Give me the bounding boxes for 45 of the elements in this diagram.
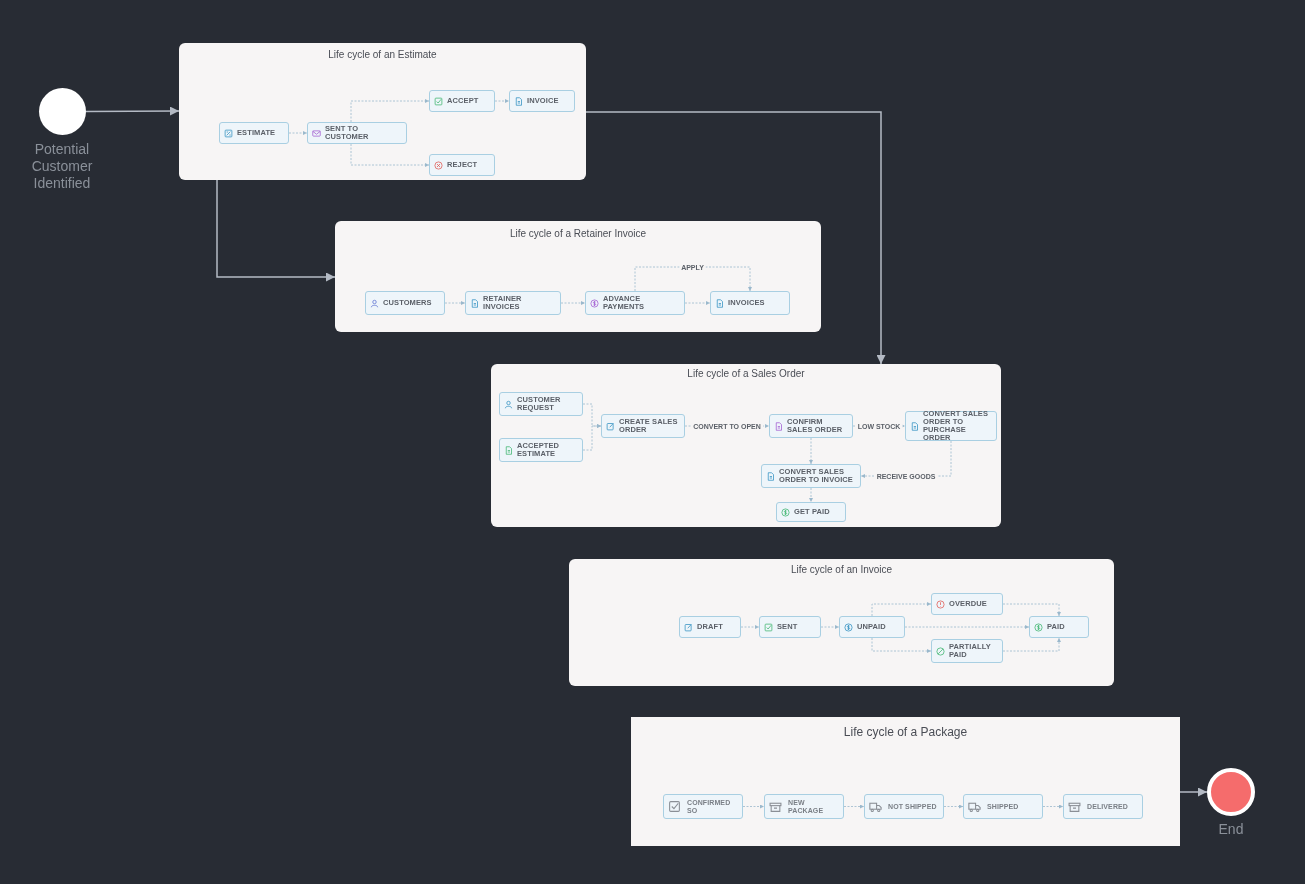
panel-title: Life cycle of a Package [842,725,969,739]
panel-title: Life cycle of a Sales Order [686,368,806,379]
arrow [1179,787,1208,797]
status-box [465,291,561,315]
node-caption: End [1217,821,1245,838]
status-box [839,616,905,638]
status-box [307,122,407,144]
status-box [963,794,1043,819]
status-box [429,90,495,112]
status-box [905,411,997,441]
status-box [931,639,1003,663]
status-box [764,794,844,819]
status-box [365,291,445,315]
lifecycle-panel [179,43,586,180]
status-box [931,593,1003,615]
arrow [85,106,180,116]
node-caption: Potential Customer Identified [30,141,94,192]
status-box [585,291,685,315]
panel-title: Life cycle of an Estimate [327,49,438,60]
status-box [601,414,685,438]
status-box [509,90,575,112]
lifecycle-panel [491,364,1001,527]
lifecycle-panel [335,221,821,332]
status-box [769,414,853,438]
status-box [864,794,944,819]
lifecycle-panel [631,717,1180,846]
status-box [219,122,289,144]
start-circle [39,88,86,135]
lifecycle-panel [569,559,1114,686]
panel-title: Life cycle of an Invoice [789,564,894,575]
status-box [663,794,743,819]
end-circle [1207,768,1255,816]
panel-title: Life cycle of a Retainer Invoice [508,228,648,239]
status-box [429,154,495,176]
status-box [710,291,790,315]
status-box [499,438,583,462]
arrow [585,111,886,365]
status-box [679,616,741,638]
status-box [1063,794,1143,819]
status-box [761,464,861,488]
status-box [759,616,821,638]
status-box [776,502,846,522]
status-box [1029,616,1089,638]
arrow [216,179,336,282]
status-box [499,392,583,416]
